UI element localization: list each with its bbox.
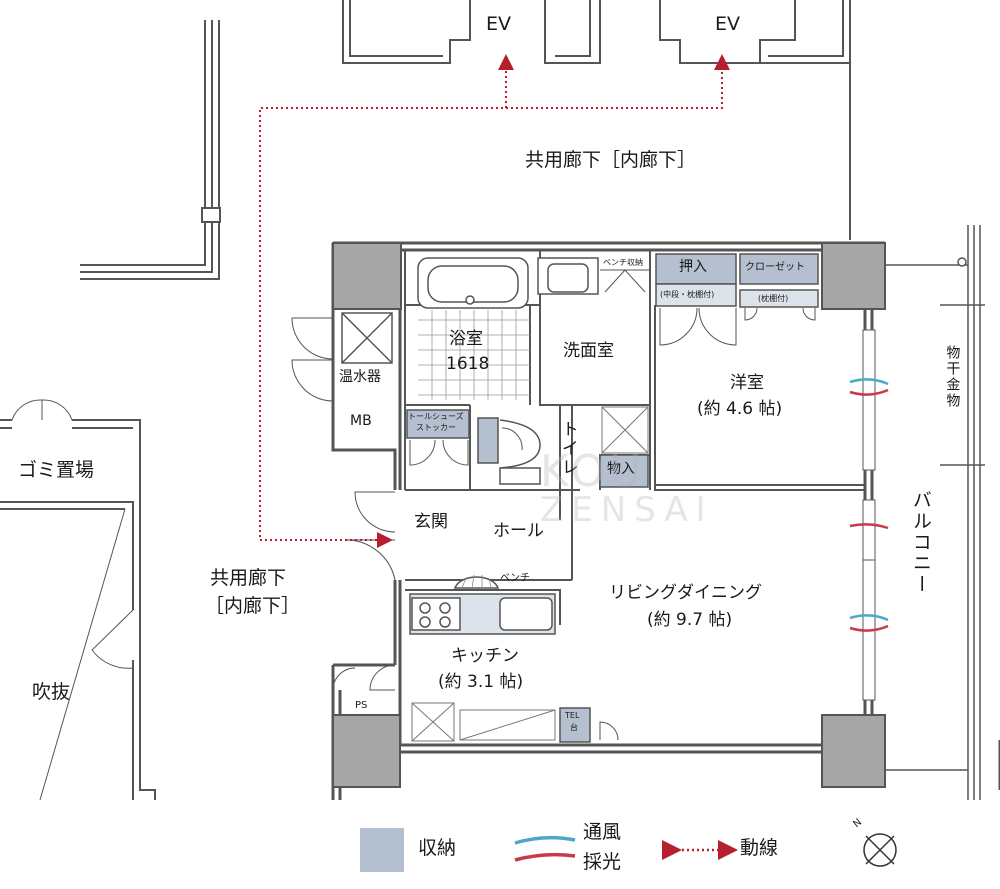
bench-shape bbox=[453, 576, 500, 589]
toilet-label: トイレ bbox=[557, 420, 578, 477]
drying-rack-label: 物干金物 bbox=[944, 345, 961, 409]
garbage-room-walls bbox=[0, 399, 156, 801]
atrium-label: 吹抜 bbox=[32, 681, 71, 703]
elevator-hall-walls bbox=[342, 0, 851, 240]
living-area: (約 9.7 帖) bbox=[647, 610, 733, 630]
bench-storage-label: ベンチ収納 bbox=[603, 258, 643, 267]
tel-label-2: 台 bbox=[570, 723, 578, 732]
bathroom-label: 浴室 bbox=[449, 329, 483, 349]
balcony-label: バルコニー bbox=[909, 490, 932, 595]
entrance-label: 玄関 bbox=[414, 512, 448, 532]
kitchen-area: (約 3.1 帖) bbox=[438, 672, 524, 692]
washroom-label: 洗面室 bbox=[563, 341, 614, 361]
watermark-line-1: KOU bbox=[540, 446, 646, 497]
shoe-stocker-label-1: トールシューズ bbox=[408, 412, 464, 421]
western-room-label: 洋室 bbox=[730, 373, 764, 393]
closet-label: クローゼット bbox=[745, 262, 805, 273]
windows bbox=[862, 329, 876, 701]
corridor-left-label-1: 共用廊下 bbox=[210, 567, 287, 589]
ev-label-2: EV bbox=[715, 13, 741, 35]
closet-note: (枕棚付) bbox=[758, 294, 789, 303]
living-label: リビングダイニング bbox=[609, 583, 762, 603]
circulation-route bbox=[259, 54, 730, 548]
western-room-area: (約 4.6 帖) bbox=[697, 399, 783, 419]
legend-lighting-label: 採光 bbox=[583, 851, 622, 873]
shoe-stocker-label-2: ストッカー bbox=[416, 423, 456, 432]
legend-ventilation-label: 通風 bbox=[583, 821, 622, 843]
oshiire-note: (中段・枕棚付) bbox=[660, 290, 715, 299]
door-swings bbox=[291, 269, 816, 741]
left-corridor-wall bbox=[80, 20, 221, 280]
ps-label: PS bbox=[355, 700, 368, 711]
ev-label-1: EV bbox=[486, 13, 512, 35]
bench-slats bbox=[461, 574, 492, 589]
storage-small-label: 物入 bbox=[607, 461, 635, 477]
hall-label: ホール bbox=[493, 521, 544, 541]
water-heater-label: 温水器 bbox=[339, 369, 381, 385]
compass bbox=[863, 833, 897, 867]
corridor-left-label-2: ［内廊下］ bbox=[205, 595, 301, 617]
vent-light-marks bbox=[849, 378, 889, 632]
bathroom-size-label: 1618 bbox=[446, 354, 490, 374]
oshiire-label: 押入 bbox=[679, 259, 707, 275]
bathroom-floor-tiles bbox=[418, 310, 530, 400]
bathtub bbox=[417, 257, 529, 309]
tel-label-1: TEL bbox=[565, 711, 580, 720]
legend-storage-swatch bbox=[360, 828, 404, 872]
corridor-top-label: 共用廊下［内廊下］ bbox=[525, 149, 697, 171]
pillars bbox=[332, 242, 886, 788]
watermark-line-2: ZENSAI bbox=[540, 490, 714, 530]
kitchen-counter bbox=[411, 597, 553, 631]
legend-storage-label: 収納 bbox=[418, 837, 457, 859]
legend-circulation-label: 動線 bbox=[740, 837, 779, 859]
toilet-fixture bbox=[499, 419, 541, 485]
garbage-room-label: ゴミ置場 bbox=[18, 459, 95, 481]
bench-label: ベンチ bbox=[500, 573, 530, 584]
water-heater bbox=[341, 312, 393, 364]
legend-vent-light-swatch bbox=[514, 835, 576, 862]
kitchen-label: キッチン bbox=[451, 646, 519, 666]
balcony-rails bbox=[885, 225, 1000, 800]
cross-boxes bbox=[411, 406, 649, 742]
wash-basin bbox=[537, 257, 599, 295]
mb-label: MB bbox=[350, 413, 372, 429]
